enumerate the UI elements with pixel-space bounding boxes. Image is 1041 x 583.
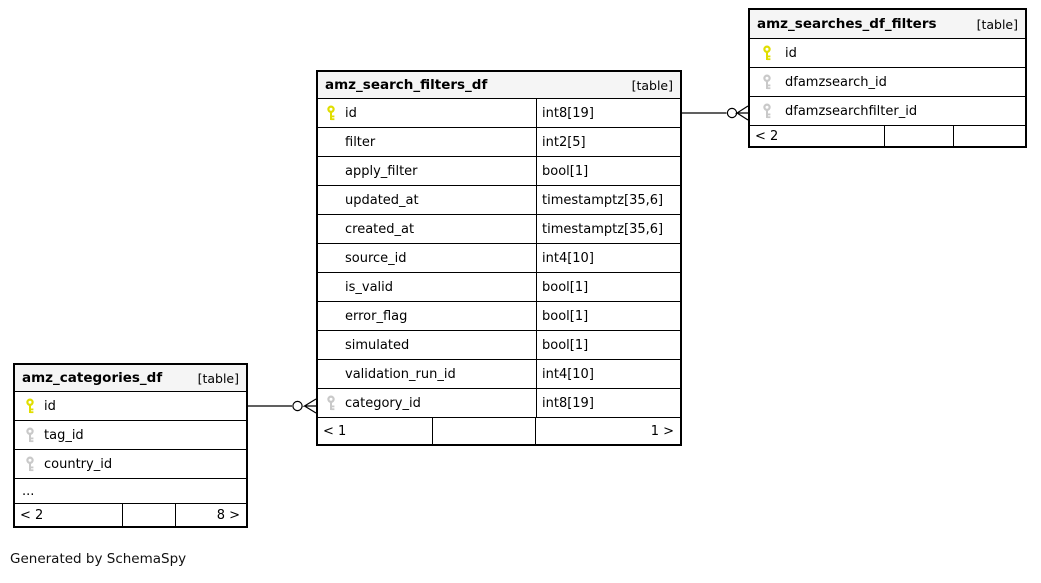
stats-spacer bbox=[433, 418, 536, 444]
column-type: timestamptz[35,6] bbox=[542, 192, 664, 208]
primary-key-icon bbox=[25, 398, 35, 414]
outgoing-relations-count: 1 > bbox=[650, 423, 674, 439]
table-header[interactable]: amz_search_filters_df [table] bbox=[318, 72, 680, 99]
table-title[interactable]: amz_categories_df bbox=[22, 370, 163, 386]
column-row: dfamzsearchfilter_id bbox=[750, 97, 1025, 126]
key-spacer bbox=[326, 279, 336, 295]
key-spacer bbox=[326, 366, 336, 382]
column-row: error_flag bool[1] bbox=[318, 302, 680, 331]
table-type-badge: [table] bbox=[631, 77, 673, 93]
column-row: category_id int8[19] bbox=[318, 389, 680, 418]
edge-categories-id-to-searchfilters bbox=[248, 398, 317, 414]
primary-key-icon bbox=[762, 45, 772, 61]
foreign-key-icon bbox=[326, 395, 336, 411]
edge-searchfilters-id-to-searchesdffilters bbox=[682, 105, 749, 121]
table-title[interactable]: amz_searches_df_filters bbox=[757, 16, 937, 32]
generator-credit: Generated by SchemaSpy bbox=[10, 551, 187, 567]
table-amz-categories-df: amz_categories_df [table] id tag_id coun… bbox=[13, 363, 248, 528]
column-name: apply_filter bbox=[345, 163, 418, 179]
incoming-relations-count: < 1 bbox=[318, 418, 433, 444]
column-row: created_at timestamptz[35,6] bbox=[318, 215, 680, 244]
column-name: id bbox=[785, 45, 797, 61]
column-type: bool[1] bbox=[542, 308, 589, 324]
incoming-relations-count: < 2 bbox=[15, 504, 123, 526]
key-spacer bbox=[326, 163, 336, 179]
column-name: id bbox=[345, 105, 357, 121]
column-row: id bbox=[15, 392, 246, 421]
column-row: validation_run_id int4[10] bbox=[318, 360, 680, 389]
key-spacer bbox=[326, 308, 336, 324]
column-name: dfamzsearch_id bbox=[785, 74, 887, 90]
column-row: is_valid bool[1] bbox=[318, 273, 680, 302]
column-row: id int8[19] bbox=[318, 99, 680, 128]
zero-cardinality-circle bbox=[292, 400, 303, 412]
incoming-relations-count: < 2 bbox=[750, 126, 885, 146]
column-type: bool[1] bbox=[542, 279, 589, 295]
stats-spacer bbox=[123, 504, 176, 526]
column-row: simulated bool[1] bbox=[318, 331, 680, 360]
column-name: category_id bbox=[345, 395, 421, 411]
outgoing-relations-count bbox=[954, 126, 1025, 146]
key-spacer bbox=[326, 250, 336, 266]
crow-foot-marker bbox=[302, 398, 317, 414]
table-type-badge: [table] bbox=[197, 370, 239, 386]
zero-cardinality-circle bbox=[726, 107, 738, 119]
foreign-key-icon bbox=[762, 74, 772, 90]
column-row: country_id bbox=[15, 450, 246, 479]
column-row: dfamzsearch_id bbox=[750, 68, 1025, 97]
crow-foot-marker bbox=[734, 105, 749, 121]
column-type: int4[10] bbox=[542, 250, 594, 266]
column-row: updated_at timestamptz[35,6] bbox=[318, 186, 680, 215]
key-spacer bbox=[326, 134, 336, 150]
column-type: bool[1] bbox=[542, 163, 589, 179]
column-row: filter int2[5] bbox=[318, 128, 680, 157]
foreign-key-icon bbox=[25, 427, 35, 443]
table-stats-row: < 2 bbox=[750, 126, 1025, 146]
column-type: int2[5] bbox=[542, 134, 586, 150]
hidden-columns-ellipsis: ... bbox=[15, 479, 246, 504]
column-name: dfamzsearchfilter_id bbox=[785, 103, 918, 119]
column-name: filter bbox=[345, 134, 376, 150]
column-name: simulated bbox=[345, 337, 410, 353]
column-name: error_flag bbox=[345, 308, 408, 324]
column-row: apply_filter bool[1] bbox=[318, 157, 680, 186]
foreign-key-icon bbox=[762, 103, 772, 119]
column-type: bool[1] bbox=[542, 337, 589, 353]
table-title[interactable]: amz_search_filters_df bbox=[325, 77, 488, 93]
table-stats-row: < 2 8 > bbox=[15, 504, 246, 526]
column-name: tag_id bbox=[44, 427, 84, 443]
table-amz-search-filters-df: amz_search_filters_df [table] id int8[19… bbox=[316, 70, 682, 446]
outgoing-relations-count: 8 > bbox=[216, 507, 240, 523]
table-amz-searches-df-filters: amz_searches_df_filters [table] id dfamz… bbox=[748, 8, 1027, 148]
foreign-key-icon bbox=[25, 456, 35, 472]
column-name: is_valid bbox=[345, 279, 394, 295]
column-type: int8[19] bbox=[542, 105, 594, 121]
column-name: validation_run_id bbox=[345, 366, 456, 382]
column-type: int8[19] bbox=[542, 395, 594, 411]
key-spacer bbox=[326, 337, 336, 353]
column-row: tag_id bbox=[15, 421, 246, 450]
stats-spacer bbox=[885, 126, 954, 146]
column-name: country_id bbox=[44, 456, 113, 472]
column-row: source_id int4[10] bbox=[318, 244, 680, 273]
table-type-badge: [table] bbox=[976, 16, 1018, 32]
key-spacer bbox=[326, 221, 336, 237]
column-name: created_at bbox=[345, 221, 415, 237]
column-name: id bbox=[44, 398, 56, 414]
table-header[interactable]: amz_searches_df_filters [table] bbox=[750, 10, 1025, 39]
column-name: updated_at bbox=[345, 192, 419, 208]
primary-key-icon bbox=[326, 105, 336, 121]
table-header[interactable]: amz_categories_df [table] bbox=[15, 365, 246, 392]
column-row: id bbox=[750, 39, 1025, 68]
table-stats-row: < 1 1 > bbox=[318, 418, 680, 444]
key-spacer bbox=[326, 192, 336, 208]
column-type: int4[10] bbox=[542, 366, 594, 382]
column-name: source_id bbox=[345, 250, 407, 266]
column-type: timestamptz[35,6] bbox=[542, 221, 664, 237]
